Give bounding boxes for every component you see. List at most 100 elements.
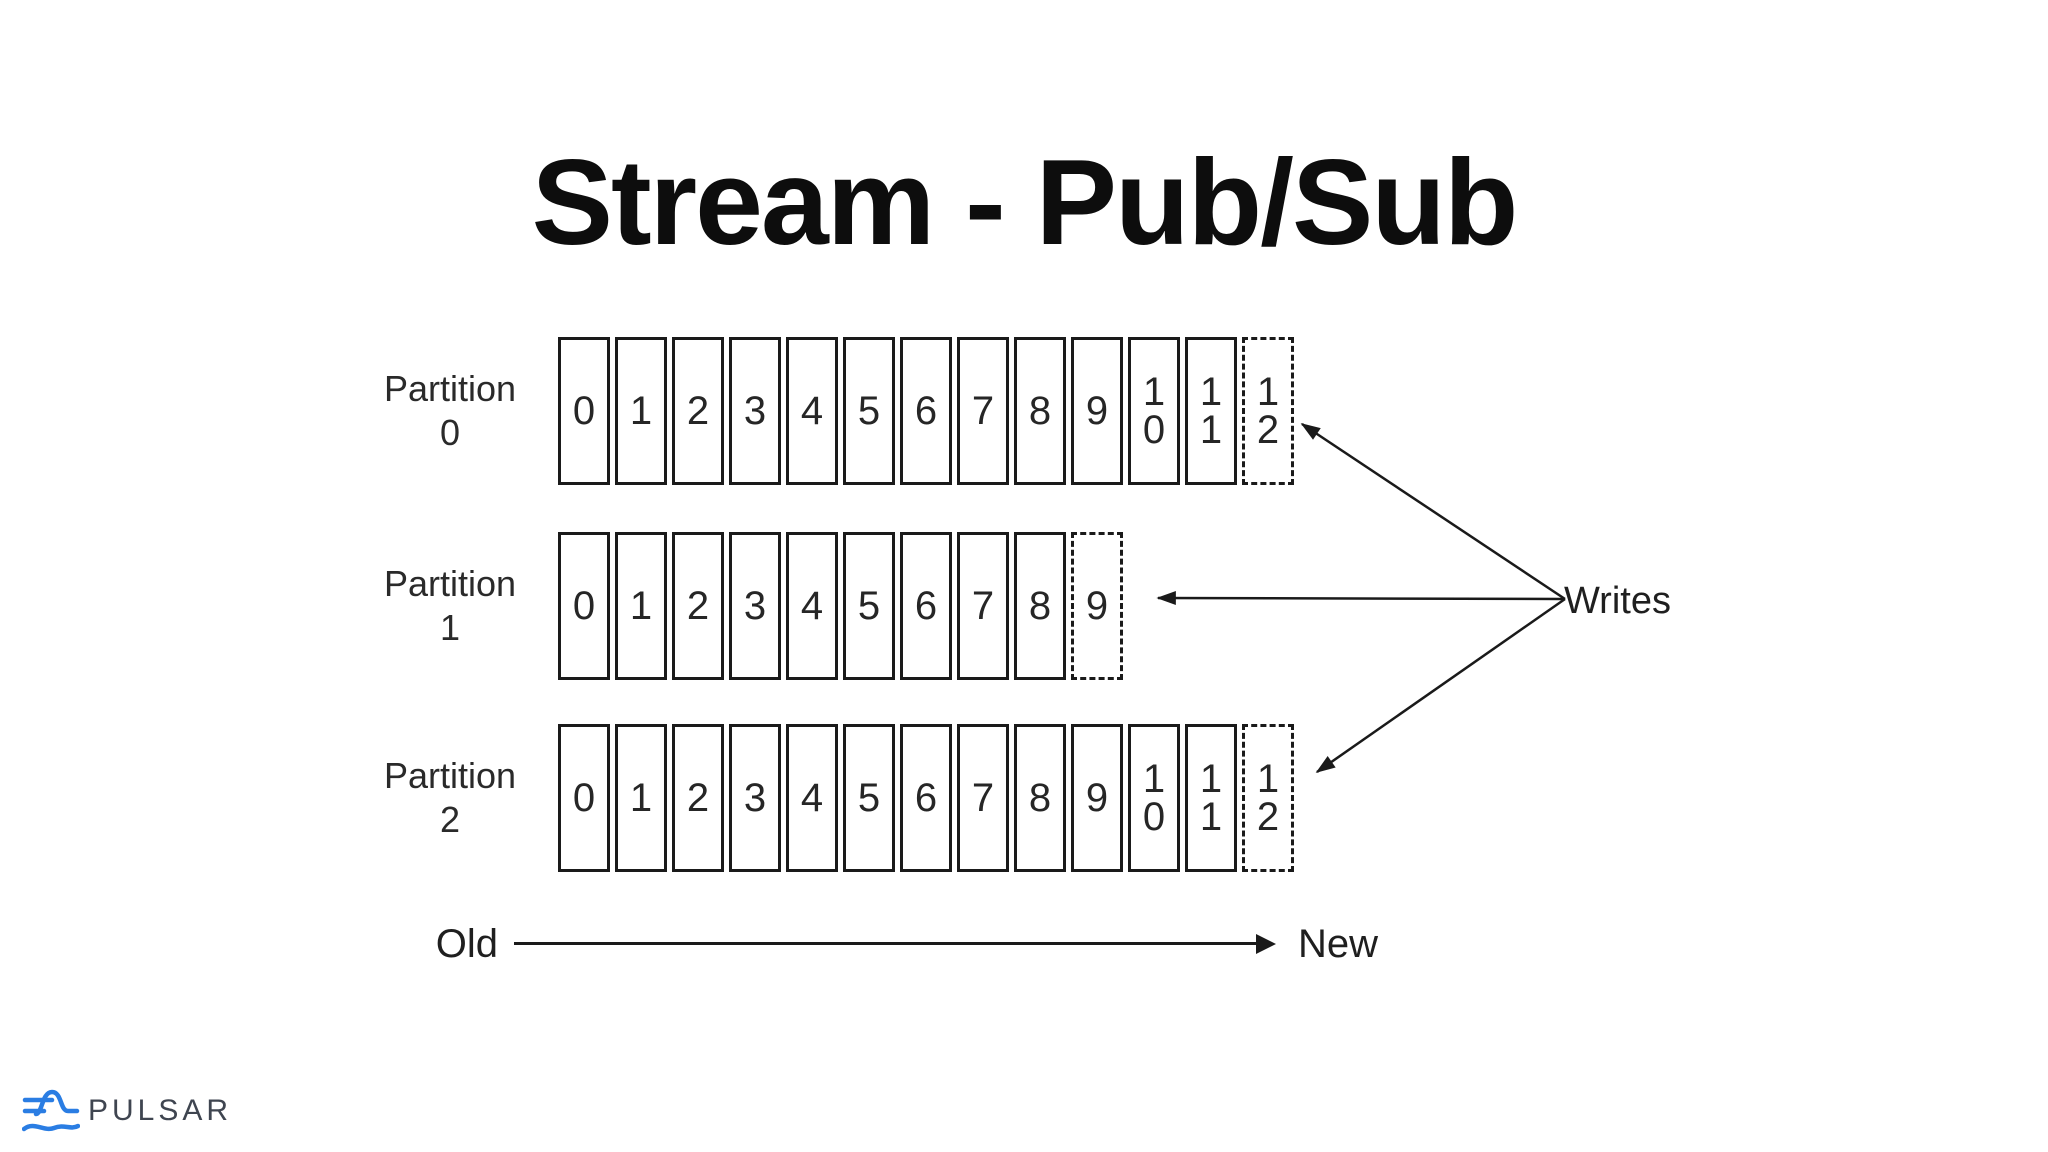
partition-label-word: Partition: [383, 368, 517, 409]
segment-number: 7: [971, 584, 995, 628]
segment-cell: 8: [1014, 337, 1066, 485]
segment-number: 4: [800, 776, 824, 820]
segment-cell: 5: [843, 532, 895, 680]
partition-1-label: Partition 1: [340, 562, 560, 650]
segment-cell: 10: [1128, 724, 1180, 872]
segment-number: 0: [572, 389, 596, 433]
segment-cell: 1: [615, 337, 667, 485]
segment-cell: 11: [1185, 337, 1237, 485]
segment-cell: 1: [615, 724, 667, 872]
segment-number: 6: [914, 389, 938, 433]
partition-label-number: 1: [439, 607, 461, 648]
segment-number: 8: [1028, 776, 1052, 820]
segment-number: 5: [857, 776, 881, 820]
partition-label-number: 0: [439, 412, 461, 453]
pending-segment-cell: 12: [1242, 724, 1294, 872]
segment-cell: 4: [786, 532, 838, 680]
partition-0-label: Partition 0: [340, 367, 560, 455]
segment-number: 11: [1199, 757, 1223, 839]
segment-cell: 5: [843, 337, 895, 485]
segment-number: 6: [914, 776, 938, 820]
slide-title: Stream - Pub/Sub: [531, 133, 1519, 270]
segment-cell: 7: [957, 532, 1009, 680]
segment-number: 11: [1199, 370, 1223, 452]
pending-segment-cell: 12: [1242, 337, 1294, 485]
segment-number: 0: [572, 776, 596, 820]
segment-cell: 8: [1014, 532, 1066, 680]
segment-cell: 4: [786, 724, 838, 872]
segment-cell: 3: [729, 724, 781, 872]
segment-number: 1: [629, 776, 653, 820]
arrow-to-partition-1: [1156, 591, 1566, 606]
pulsar-logo: PULSAR: [22, 1088, 232, 1134]
segment-cell: 3: [729, 337, 781, 485]
segment-cell: 6: [900, 724, 952, 872]
segment-cell: 2: [672, 724, 724, 872]
axis-arrow-line: [514, 942, 1258, 945]
pending-segment-cell: 9: [1071, 532, 1123, 680]
segment-number: 8: [1028, 584, 1052, 628]
segment-number: 9: [1085, 776, 1109, 820]
segment-number: 10: [1142, 757, 1166, 839]
segment-number: 0: [572, 584, 596, 628]
arrow-to-partition-0: [1300, 422, 1566, 601]
segment-number: 3: [743, 389, 767, 433]
segment-number: 9: [1085, 389, 1109, 433]
segment-number: 3: [743, 584, 767, 628]
segment-number: 4: [800, 584, 824, 628]
segment-cell: 2: [672, 532, 724, 680]
segment-cell: 9: [1071, 337, 1123, 485]
segment-number: 3: [743, 776, 767, 820]
writes-label: Writes: [1564, 580, 1671, 622]
segment-cell: 7: [957, 724, 1009, 872]
segment-number: 12: [1256, 370, 1280, 452]
segment-number: 1: [629, 389, 653, 433]
segment-number: 10: [1142, 370, 1166, 452]
segment-cell: 0: [558, 337, 610, 485]
writes-arrows: [1156, 422, 1566, 774]
segment-number: 8: [1028, 389, 1052, 433]
axis-arrowhead-icon: [1256, 934, 1276, 954]
segment-cell: 8: [1014, 724, 1066, 872]
partition-label-word: Partition: [383, 755, 517, 796]
arrow-to-partition-2: [1315, 597, 1566, 774]
axis-old-label: Old: [435, 922, 498, 966]
segment-number: 2: [686, 584, 710, 628]
segment-number: 9: [1085, 584, 1109, 628]
segment-cell: 2: [672, 337, 724, 485]
segment-cell: 6: [900, 337, 952, 485]
segment-cell: 7: [957, 337, 1009, 485]
partition-2-label: Partition 2: [340, 754, 560, 842]
segment-cell: 0: [558, 724, 610, 872]
segment-cell: 10: [1128, 337, 1180, 485]
pulsar-logo-text: PULSAR: [88, 1094, 233, 1127]
segment-number: 1: [629, 584, 653, 628]
segment-cell: 5: [843, 724, 895, 872]
segment-cell: 3: [729, 532, 781, 680]
segment-cell: 4: [786, 337, 838, 485]
segment-number: 4: [800, 389, 824, 433]
partition-label-number: 2: [439, 799, 461, 840]
segment-cell: 9: [1071, 724, 1123, 872]
segment-cell: 11: [1185, 724, 1237, 872]
segment-cell: 0: [558, 532, 610, 680]
segment-number: 7: [971, 776, 995, 820]
segment-number: 5: [857, 389, 881, 433]
segment-number: 7: [971, 389, 995, 433]
segment-cell: 1: [615, 532, 667, 680]
segment-number: 2: [686, 776, 710, 820]
segment-cell: 6: [900, 532, 952, 680]
segment-number: 2: [686, 389, 710, 433]
partition-label-word: Partition: [383, 563, 517, 604]
segment-number: 5: [857, 584, 881, 628]
pulsar-wave-icon: [22, 1089, 80, 1132]
segment-number: 6: [914, 584, 938, 628]
segment-number: 12: [1256, 757, 1280, 839]
